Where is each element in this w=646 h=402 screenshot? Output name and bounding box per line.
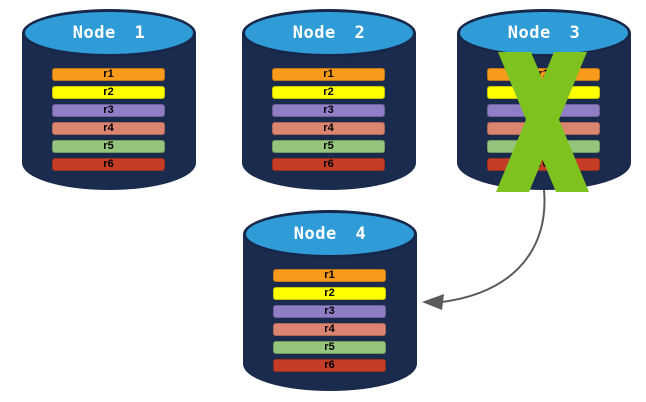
record-list: r1 r2 r3 r4 r5 r6 <box>273 269 386 372</box>
record-bar-r2: r2 <box>272 86 385 99</box>
record-bar-r1: r1 <box>272 68 385 81</box>
record-bar-r3: r3 <box>273 305 386 318</box>
record-label: r1 <box>103 68 114 80</box>
record-label: r4 <box>324 323 335 335</box>
record-bar-r6: r6 <box>272 158 385 171</box>
node-1: Node 1 r1 r2 r3 r4 r5 r6 <box>22 9 196 190</box>
record-bar-r5: r5 <box>52 140 165 153</box>
arrow-head-icon <box>422 294 444 310</box>
record-bar-r5: r5 <box>273 341 386 354</box>
record-bar-r4: r4 <box>52 122 165 135</box>
node-2: Node 2 r1 r2 r3 r4 r5 r6 <box>242 9 416 190</box>
record-label: r2 <box>538 86 549 98</box>
record-bar-r5: r5 <box>272 140 385 153</box>
record-label: r2 <box>103 86 114 98</box>
record-label: r5 <box>538 140 549 152</box>
record-bar-r6: r6 <box>52 158 165 171</box>
record-bar-r4: r4 <box>272 122 385 135</box>
record-bar-r3: r3 <box>272 104 385 117</box>
record-label: r3 <box>323 104 334 116</box>
record-bar-r6: r6 <box>487 158 600 171</box>
record-label: r3 <box>538 104 549 116</box>
record-label: r4 <box>323 122 334 134</box>
record-label: r6 <box>324 359 335 371</box>
record-label: r3 <box>324 305 335 317</box>
record-bar-r2: r2 <box>487 86 600 99</box>
record-label: r4 <box>538 122 549 134</box>
record-bar-r4: r4 <box>487 122 600 135</box>
record-bar-r2: r2 <box>273 287 386 300</box>
node-title: Node 4 <box>293 224 367 244</box>
record-bar-r4: r4 <box>273 323 386 336</box>
node-title: Node 2 <box>292 23 366 43</box>
node-4: Node 4 r1 r2 r3 r4 r5 r6 <box>243 210 417 391</box>
record-label: r6 <box>538 158 549 170</box>
record-bar-r1: r1 <box>273 269 386 282</box>
record-bar-r3: r3 <box>487 104 600 117</box>
record-label: r6 <box>103 158 114 170</box>
node-title: Node 1 <box>72 23 146 43</box>
record-label: r1 <box>538 68 549 80</box>
cylinder-top: Node 4 <box>243 210 417 258</box>
record-label: r5 <box>103 140 114 152</box>
record-bar-r3: r3 <box>52 104 165 117</box>
record-list: r1 r2 r3 r4 r5 r6 <box>272 68 385 171</box>
cylinder-top: Node 2 <box>242 9 416 57</box>
record-bar-r5: r5 <box>487 140 600 153</box>
record-bar-r1: r1 <box>487 68 600 81</box>
record-label: r5 <box>323 140 334 152</box>
cylinder-top: Node 1 <box>22 9 196 57</box>
record-label: r5 <box>324 341 335 353</box>
record-label: r3 <box>103 104 114 116</box>
record-label: r2 <box>324 287 335 299</box>
record-list: r1 r2 r3 r4 r5 r6 <box>52 68 165 171</box>
record-list: r1 r2 r3 r4 r5 r6 <box>487 68 600 171</box>
record-label: r2 <box>323 86 334 98</box>
record-label: r1 <box>324 269 335 281</box>
arrow-curve <box>441 189 546 303</box>
record-label: r4 <box>103 122 114 134</box>
cylinder-top: Node 3 <box>457 9 631 57</box>
record-bar-r1: r1 <box>52 68 165 81</box>
record-bar-r2: r2 <box>52 86 165 99</box>
record-label: r1 <box>323 68 334 80</box>
record-label: r6 <box>323 158 334 170</box>
node-3: Node 3 r1 r2 r3 r4 r5 r6 <box>457 9 631 192</box>
record-bar-r6: r6 <box>273 359 386 372</box>
node-title: Node 3 <box>507 23 581 43</box>
